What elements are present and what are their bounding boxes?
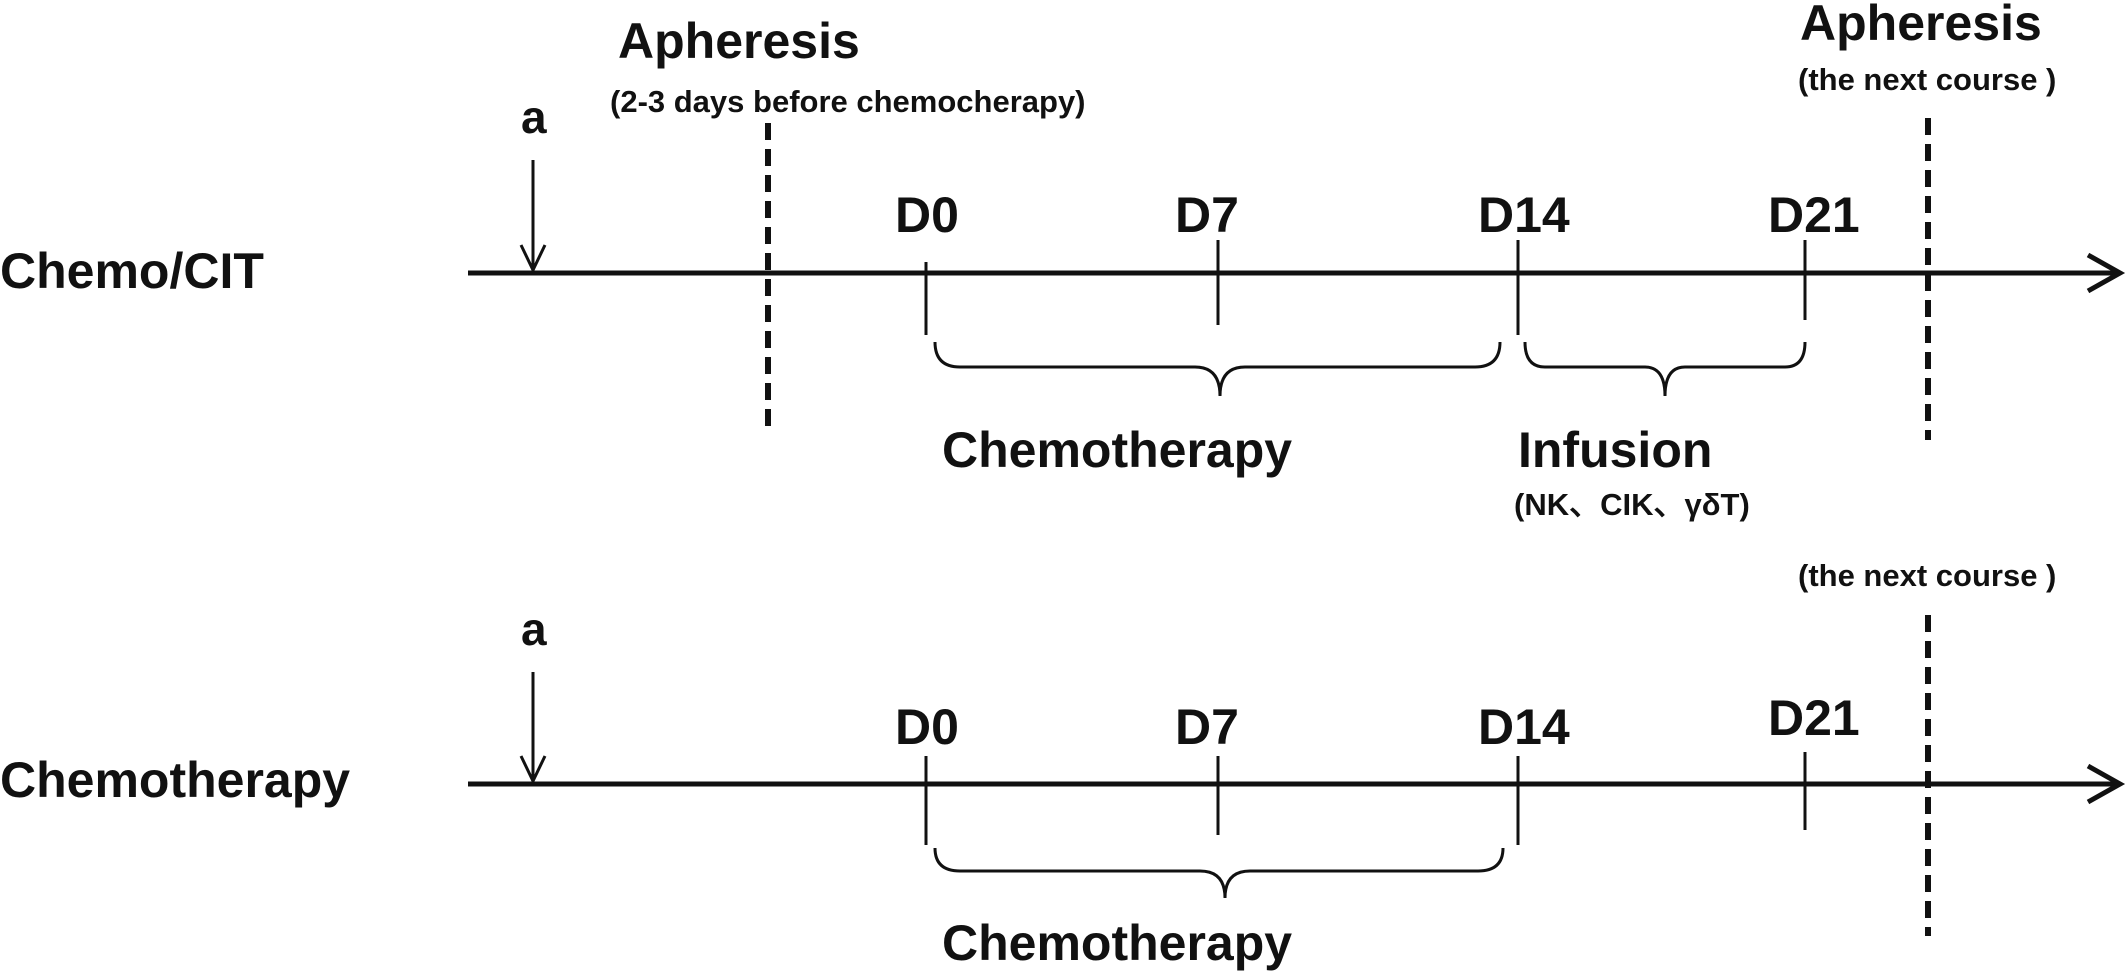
bottom-chemotherapy-brace <box>933 847 1505 899</box>
bottom-next-course-note: (the next course ) <box>1798 558 2056 593</box>
next-apheresis-title: Apheresis <box>1800 0 2042 51</box>
infusion-note: (NK、CIK、γδT) <box>1514 487 1750 522</box>
apheresis-title: Apheresis <box>618 13 860 69</box>
bottom-day-label-d7: D7 <box>1175 699 1239 755</box>
chemo-cit-timeline: Chemo/CIT a Apheresis (2-3 days before c… <box>0 0 2126 522</box>
day-label-d0: D0 <box>895 187 959 243</box>
day-label-d14: D14 <box>1478 187 1570 243</box>
chemotherapy-axis-arrowhead <box>2086 763 2126 805</box>
infusion-brace <box>1523 341 1807 397</box>
chemotherapy-brace <box>933 341 1502 397</box>
infusion-phase-label: Infusion <box>1518 422 1712 478</box>
chemotherapy-timeline: Chemotherapy a (the next course ) D0 D7 … <box>0 558 2126 971</box>
chemo-cit-row-label: Chemo/CIT <box>0 243 264 299</box>
chemotherapy-start-arrowhead <box>519 755 547 785</box>
chemo-cit-start-marker: a <box>521 91 547 143</box>
bottom-day-label-d0: D0 <box>895 699 959 755</box>
chemo-cit-start-arrowhead <box>519 244 547 274</box>
apheresis-note: (2-3 days before chemocherapy) <box>610 84 1086 119</box>
bottom-chemotherapy-phase-label: Chemotherapy <box>942 915 1292 971</box>
chemotherapy-start-marker: a <box>521 603 547 655</box>
chemotherapy-row-label: Chemotherapy <box>0 752 350 808</box>
next-course-note: (the next course ) <box>1798 62 2056 97</box>
chemo-cit-axis-arrowhead <box>2086 252 2126 294</box>
day-label-d21: D21 <box>1768 187 1860 243</box>
day-label-d7: D7 <box>1175 187 1239 243</box>
chemotherapy-phase-label: Chemotherapy <box>942 422 1292 478</box>
bottom-day-label-d14: D14 <box>1478 699 1570 755</box>
bottom-day-label-d21: D21 <box>1768 690 1860 746</box>
